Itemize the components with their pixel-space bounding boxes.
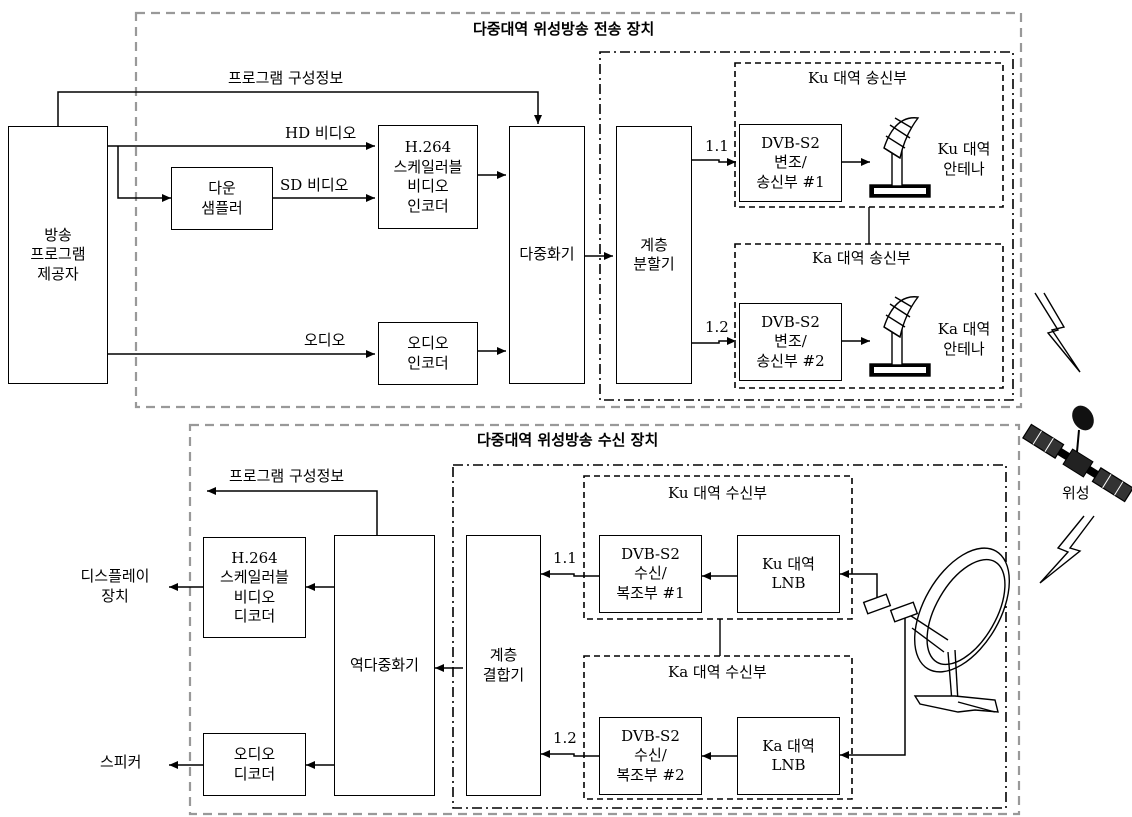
receiver-title: 다중대역 위성방송 수신 장치 (477, 429, 658, 450)
ku-lnb-block: Ku 대역 LNB (737, 535, 840, 613)
satellite-label: 위성 (1062, 484, 1090, 504)
transmitter-title: 다중대역 위성방송 전송 장치 (473, 18, 654, 39)
layer-splitter-block: 계층 분할기 (616, 126, 692, 384)
audio-label: 오디오 (304, 331, 345, 351)
receive-path-1-label: 1.1 (553, 549, 577, 569)
h264-scalable-decoder-block: H.264 스케일러블 비디오 디코더 (203, 537, 306, 638)
ka-antenna-label: Ka 대역 안테나 (930, 320, 998, 359)
ka-receive-section-title: Ka 대역 수신부 (668, 663, 767, 683)
ku-dvb-s2-modulator-block: DVB-S2 변조/ 송신부 #1 (739, 124, 842, 202)
receiver-program-info-label: 프로그램 구성정보 (229, 467, 344, 487)
layer-combiner-block: 계층 결합기 (466, 535, 541, 796)
audio-encoder-block: 오디오 인코더 (378, 322, 478, 385)
downlink-signal-icon (1040, 516, 1094, 583)
broadcast-program-provider-block: 방송 프로그램 제공자 (8, 126, 108, 384)
ka-antenna-icon (870, 297, 930, 376)
display-device-label: 디스플레이 장치 (62, 567, 168, 606)
ka-dvb-s2-modulator-block: DVB-S2 변조/ 송신부 #2 (739, 303, 842, 381)
receive-path-2-label: 1.2 (553, 729, 577, 749)
ka-dvb-s2-demodulator-block: DVB-S2 수신/ 복조부 #2 (599, 717, 702, 795)
program-info-label: 프로그램 구성정보 (228, 69, 343, 89)
demultiplexer-block: 역다중화기 (334, 535, 435, 796)
h264-scalable-encoder-block: H.264 스케일러블 비디오 인코더 (378, 125, 478, 229)
ka-lnb-block: Ka 대역 LNB (737, 717, 840, 795)
ku-receive-section-title: Ku 대역 수신부 (668, 484, 767, 504)
ku-antenna-label: Ku 대역 안테나 (930, 140, 998, 179)
sd-video-label: SD 비디오 (280, 176, 348, 196)
uplink-signal-icon (1035, 293, 1080, 372)
ku-dvb-s2-demodulator-block: DVB-S2 수신/ 복조부 #1 (599, 535, 702, 613)
hd-video-label: HD 비디오 (285, 124, 356, 144)
ku-transmit-section-title: Ku 대역 송신부 (808, 69, 907, 89)
transmit-path-2-label: 1.2 (705, 318, 729, 338)
multiplexer-block: 다중화기 (509, 126, 585, 384)
receive-dish-icon (864, 532, 1029, 712)
speaker-label: 스피커 (100, 753, 141, 773)
ka-transmit-section-title: Ka 대역 송신부 (812, 249, 911, 269)
ku-antenna-icon (870, 118, 930, 197)
transmit-path-1-label: 1.1 (705, 137, 729, 157)
audio-decoder-block: 오디오 디코더 (203, 733, 306, 796)
downsampler-block: 다운 샘플러 (171, 167, 273, 230)
